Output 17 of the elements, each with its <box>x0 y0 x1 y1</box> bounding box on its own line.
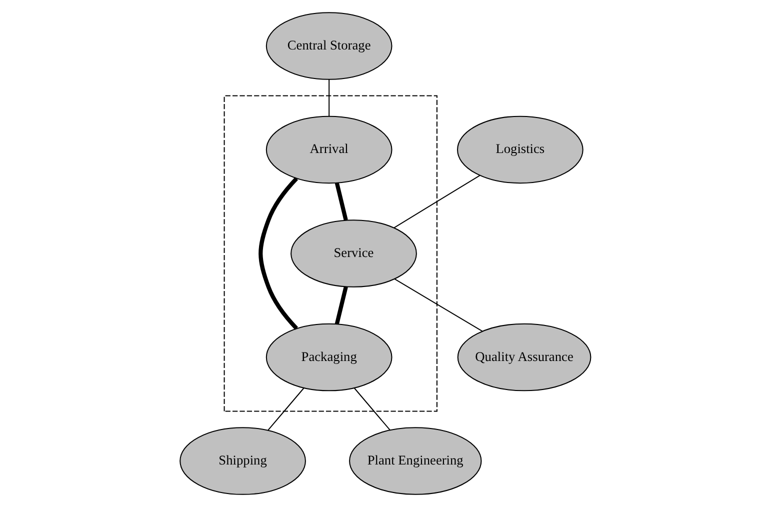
connector <box>354 388 390 430</box>
connector <box>334 182 348 221</box>
connector <box>394 174 480 228</box>
connector <box>334 286 348 324</box>
connector <box>328 79 330 116</box>
node-ellipse: Plant Engineering <box>349 427 482 495</box>
connector <box>258 177 298 330</box>
node-ellipse: Service <box>290 220 417 288</box>
node-ellipse: Quality Assurance <box>457 323 592 392</box>
node-ellipse: Logistics <box>457 116 584 184</box>
cluster <box>224 95 438 412</box>
node-ellipse: Central Storage <box>266 12 392 80</box>
connector <box>268 388 304 430</box>
node-ellipse: Shipping <box>180 427 306 495</box>
connector <box>394 278 483 332</box>
node-ellipse: Packaging <box>266 323 392 392</box>
node-ellipse: Arrival <box>266 116 392 184</box>
